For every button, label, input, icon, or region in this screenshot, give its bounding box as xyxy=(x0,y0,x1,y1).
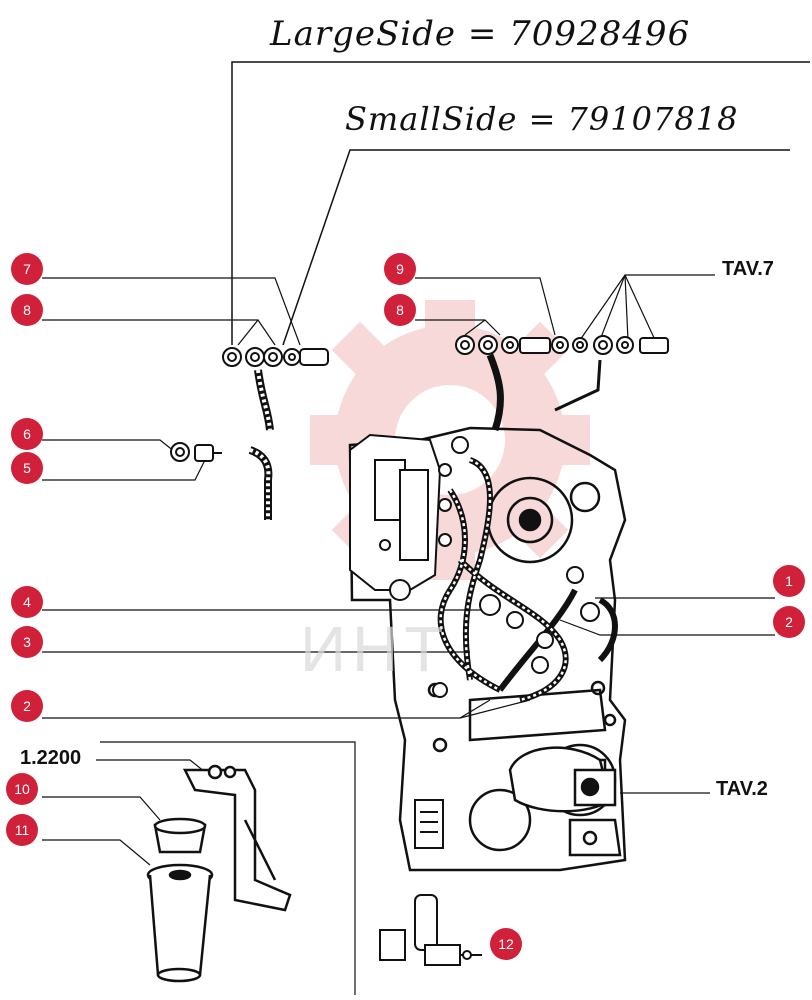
callout-11: 11 xyxy=(6,814,38,846)
output-flange xyxy=(508,746,617,813)
callout-4: 4 xyxy=(11,586,43,618)
callout-5: 5 xyxy=(11,452,43,484)
callout-leaders xyxy=(42,274,775,995)
note-leaders xyxy=(231,61,810,346)
side-sensor xyxy=(414,799,444,849)
callout-8-right: 8 xyxy=(384,294,416,326)
small-side-note: SmallSide = 79107818 xyxy=(345,100,739,138)
fitting-set-right xyxy=(455,335,669,432)
valve-block xyxy=(349,433,469,591)
callout-2-left: 2 xyxy=(11,690,43,722)
part-number-label: 1.2200 xyxy=(20,747,82,769)
callout-8-left: 8 xyxy=(11,294,43,326)
callout-12: 12 xyxy=(490,928,522,960)
hose-connectors xyxy=(389,566,600,698)
callout-10: 10 xyxy=(6,773,38,805)
large-side-note: LargeSide = 70928496 xyxy=(270,14,691,54)
pressure-switch xyxy=(379,894,482,966)
tav7-label: TAV.7 xyxy=(722,258,774,280)
callout-9: 9 xyxy=(384,253,416,285)
fitting-set-left xyxy=(222,347,329,520)
filter-assembly xyxy=(146,764,292,983)
internal-hoses-inner xyxy=(439,458,567,702)
watermark-text: ИНТ xyxy=(300,613,450,685)
tav2-label: TAV.2 xyxy=(716,778,768,800)
callout-7: 7 xyxy=(11,253,43,285)
callout-1: 1 xyxy=(773,565,805,597)
callout-3: 3 xyxy=(11,626,43,658)
fitting-set-6-5 xyxy=(170,442,222,462)
callout-2-right: 2 xyxy=(773,606,805,638)
callout-6: 6 xyxy=(11,418,43,450)
